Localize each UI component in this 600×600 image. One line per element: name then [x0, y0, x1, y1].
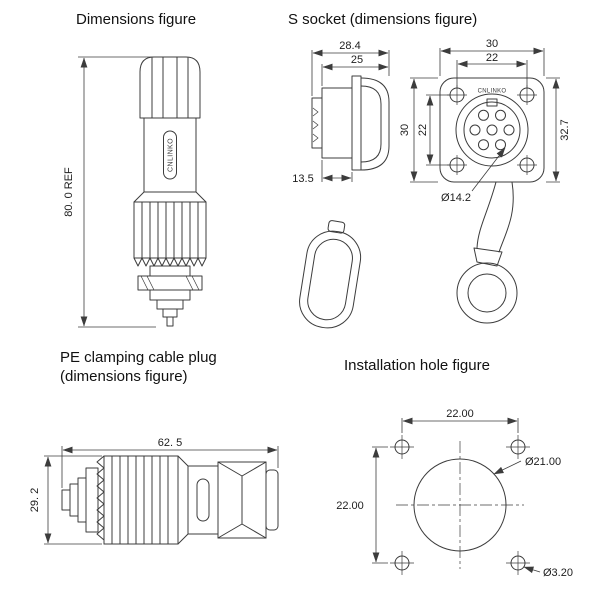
screw-hole-dim-text: Ø3.20 — [543, 567, 573, 579]
main-hole-leader — [493, 460, 522, 475]
socket-leader-14-2 — [471, 147, 506, 192]
socket-side-body — [321, 87, 353, 159]
socket-front-ext-right — [546, 77, 560, 183]
pe-tip — [69, 483, 79, 517]
dust-cap-outer — [299, 230, 362, 329]
socket-side-step — [311, 97, 323, 149]
pe-body — [187, 465, 219, 535]
pin-4 — [469, 124, 481, 136]
pe-brand-pill — [196, 478, 210, 522]
plug-knurl-ring — [133, 201, 207, 259]
socket-dim-text-13-5: 13.5 — [292, 173, 313, 185]
socket-side-cover-inner — [360, 85, 382, 163]
plug-knurl-teeth — [133, 257, 207, 267]
plug-tip-pin — [166, 316, 174, 327]
main-hole-centerlines — [396, 441, 524, 569]
install-ext-lines-top — [401, 418, 519, 433]
socket-side-ext-lines-bottom — [321, 160, 353, 182]
plug-cap-facets — [151, 56, 189, 119]
socket-dim-text-30-left: 30 — [399, 124, 411, 136]
socket-dim-text-22-top: 22 — [486, 52, 498, 64]
pe-ext-lines-left — [44, 455, 102, 545]
screw-hole-leader — [523, 566, 541, 574]
socket-keyway — [486, 98, 498, 107]
plug-dim-text-length: 80. 0 REF — [63, 167, 75, 217]
lanyard-cord-left — [476, 181, 497, 249]
socket-dim-text-14-2: Ø14.2 — [441, 192, 471, 204]
plug-cap-outline — [139, 56, 201, 119]
panel-title-pe-plug: PE clamping cable plug (dimensions figur… — [60, 348, 217, 386]
socket-side-cover — [360, 77, 390, 171]
socket-dim-text-30-top: 30 — [486, 38, 498, 50]
pin-5 — [478, 109, 489, 121]
plug-flange — [137, 275, 203, 291]
lanyard-collar — [473, 247, 503, 267]
seal-ring-outer — [456, 262, 518, 324]
plug-neck — [149, 265, 191, 277]
pin-6 — [495, 109, 506, 121]
install-dim-text-v: 22.00 — [336, 500, 364, 512]
socket-side-view: 28.4 25 13.5 — [292, 40, 390, 185]
plug-brand-text: CNLINKO — [168, 138, 175, 172]
plug-flange-hatch — [140, 275, 200, 291]
install-ext-lines-left — [372, 446, 388, 564]
dust-cap-tab — [327, 220, 346, 234]
socket-brand-text: CNLINKO — [478, 89, 507, 95]
main-hole-dim-text: Ø21.00 — [525, 456, 561, 468]
pe-gland-hex-facets — [217, 461, 267, 539]
pe-knurl-teeth — [96, 455, 105, 545]
plug-brand-pill — [163, 130, 177, 180]
plug-tip — [162, 308, 178, 318]
installation-hole-figure: 22.00 22.00 Ø21.00 Ø3.20 — [336, 408, 573, 579]
pe-plug-figure: 62. 5 29. 2 — [29, 437, 279, 545]
pe-knurl-ribs — [111, 455, 169, 545]
panel-title-pe-plug-line2: (dimensions figure) — [60, 368, 188, 385]
socket-dim-text-22-left: 22 — [417, 124, 429, 136]
screw-hole-cross-marks — [447, 85, 537, 175]
socket-ring-outer — [455, 93, 529, 167]
socket-side-ext-lines-top — [311, 50, 390, 96]
pin-3 — [478, 139, 489, 151]
socket-dim-text-32-7: 32.7 — [559, 119, 571, 140]
socket-side-flange — [351, 75, 362, 171]
thread-marks — [312, 107, 319, 143]
pe-dim-text-diameter: 29. 2 — [29, 488, 41, 512]
pe-flange — [85, 467, 99, 533]
socket-front-view: CNLINKO 30 22 30 22 32.7 Ø14.2 — [399, 38, 571, 204]
socket-insert-circle — [463, 101, 521, 159]
pin-1 — [503, 124, 515, 136]
plug-step1 — [149, 289, 191, 301]
pe-flare — [177, 455, 189, 545]
plug-extension-lines — [78, 56, 156, 328]
panel-title-s-socket: S socket (dimensions figure) — [288, 11, 478, 28]
panel-title-installation: Installation hole figure — [344, 357, 490, 374]
socket-front-ext-top — [439, 48, 545, 88]
seal-ring-inner — [467, 273, 507, 313]
socket-front-ext-left — [410, 77, 450, 183]
socket-flange-face — [439, 77, 545, 183]
lanyard-cord-right — [498, 181, 514, 253]
plug-flare — [133, 191, 207, 203]
plug-figure: 80. 0 REF CNLINKO — [63, 56, 207, 328]
pe-ext-lines-top — [61, 446, 279, 488]
pin-2 — [495, 139, 506, 151]
pe-dim-text-length: 62. 5 — [158, 437, 182, 449]
pe-end-cap — [265, 469, 279, 531]
plug-step2 — [156, 299, 184, 310]
panel-title-dimensions-figure: Dimensions figure — [76, 11, 197, 28]
screw-hole-cross-marks — [390, 435, 530, 575]
dust-cap-inner — [307, 238, 353, 321]
socket-dim-text-28-4: 28.4 — [339, 40, 360, 52]
pin-center — [486, 124, 498, 136]
pe-knurl-ring — [103, 455, 179, 545]
dust-cap — [299, 220, 362, 329]
plug-knurl-ribs — [141, 201, 199, 259]
install-dim-text-h: 22.00 — [446, 408, 474, 420]
pe-tip-pin — [61, 489, 71, 511]
socket-dim-text-25: 25 — [351, 54, 363, 66]
pe-step — [77, 477, 87, 523]
lanyard-and-seal-ring — [456, 181, 518, 324]
panel-title-pe-plug-line1: PE clamping cable plug — [60, 349, 217, 366]
